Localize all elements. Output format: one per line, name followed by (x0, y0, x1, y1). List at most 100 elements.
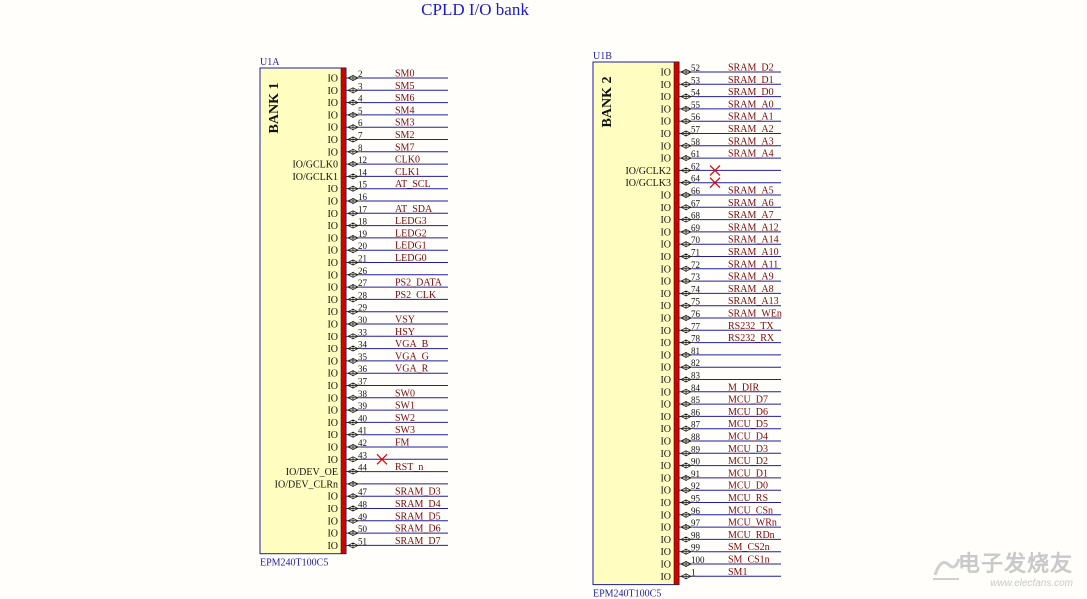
pin-name: IO (660, 252, 671, 263)
net-label: RS232_RX (728, 333, 775, 344)
pin-number: 35 (358, 352, 368, 362)
net-label: MCU_D2 (728, 456, 768, 467)
pin-number: 5 (358, 106, 363, 116)
net-label: SRAM_A2 (728, 124, 774, 135)
pin-number: 99 (691, 543, 701, 553)
pin-name: IO (327, 443, 338, 454)
pin-name: IO (327, 307, 338, 318)
pin-name: IO (660, 129, 671, 140)
pin-name: IO (327, 135, 338, 146)
pin-name: IO (660, 314, 671, 325)
pin-name: IO (660, 400, 671, 411)
pin-number: 16 (358, 192, 368, 202)
pin-name: IO (660, 301, 671, 312)
net-label: SM_CS1n (728, 555, 770, 566)
net-label: SM3 (395, 118, 414, 129)
pin-number: 48 (358, 500, 368, 510)
pin-number: 56 (691, 112, 701, 122)
part-number-label: EPM240T100C5 (593, 589, 661, 599)
pin-name: IO (660, 375, 671, 386)
pin-name: IO (660, 510, 671, 521)
pin-number: 20 (358, 241, 368, 251)
pin-name: IO (327, 418, 338, 429)
net-label: SW0 (395, 388, 415, 399)
pin-number: 68 (691, 211, 701, 221)
pin-name: IO (327, 246, 338, 257)
pin-name: IO (660, 227, 671, 238)
net-label: SRAM_D7 (395, 536, 441, 547)
pin-name: IO (660, 412, 671, 423)
pin-name: IO (327, 455, 338, 466)
part-ref-label: U1B (593, 51, 612, 62)
pin-name: IO (327, 332, 338, 343)
net-label: SRAM_A7 (728, 210, 774, 221)
pin-name: IO (660, 547, 671, 558)
pin-number: 14 (358, 167, 368, 177)
pin-name: IO (327, 381, 338, 392)
pin-number: 1 (691, 567, 696, 577)
pin-name: IO (660, 203, 671, 214)
no-connect-icon (376, 453, 388, 465)
net-label: VSY (395, 315, 415, 326)
pin-name: IO (327, 529, 338, 540)
pin-number: 92 (691, 481, 700, 491)
pin-number: 40 (358, 413, 368, 423)
pin-name: IO (660, 461, 671, 472)
pin-name: IO (660, 535, 671, 546)
pin-number: 30 (358, 315, 368, 325)
net-label: MCU_WRn (728, 518, 777, 529)
net-label: SW2 (395, 413, 415, 424)
watermark-logo-icon (933, 558, 961, 580)
net-label: SM6 (395, 93, 414, 104)
net-label: SM1 (728, 567, 747, 578)
net-label: PS2_DATA (395, 278, 443, 289)
net-label: SRAM_A4 (728, 149, 774, 160)
pin-number: 85 (691, 395, 701, 405)
pin-number: 47 (358, 487, 368, 497)
pin-name: IO (660, 560, 671, 571)
pin-name: IO (660, 338, 671, 349)
pin-name: IO (660, 104, 671, 115)
pin-number: 81 (691, 346, 700, 356)
net-label: SM5 (395, 81, 414, 92)
pin-name: IO (660, 277, 671, 288)
pin-number: 82 (691, 358, 700, 368)
net-label: SM7 (395, 142, 414, 153)
pin-number: 71 (691, 248, 700, 258)
pin-number: 84 (691, 383, 701, 393)
net-label: AT_SCL (395, 179, 431, 190)
net-label: FM (395, 438, 410, 449)
pin-name: IO (327, 369, 338, 380)
pin-number: 64 (691, 174, 701, 184)
pin-name: IO/DEV_CLRn (275, 479, 338, 490)
pin-name: IO (660, 350, 671, 361)
pin-name: IO (660, 215, 671, 226)
pin-number: 86 (691, 407, 701, 417)
pin-number: 96 (691, 506, 701, 516)
pin-name: IO (327, 197, 338, 208)
part-body (592, 61, 680, 586)
net-label: SRAM_A10 (728, 247, 779, 258)
pin-number: 67 (691, 198, 701, 208)
no-connect-icon (709, 177, 721, 189)
pin-number: 27 (358, 278, 368, 288)
no-connect-icon (709, 164, 721, 176)
pin-number: 69 (691, 223, 701, 233)
pin-number: 87 (691, 420, 701, 430)
pin-name: IO (660, 387, 671, 398)
pin-number: 34 (358, 340, 368, 350)
net-label: SRAM_D6 (395, 524, 441, 535)
net-label: MCU_CSn (728, 505, 773, 516)
pin-name: IO (327, 344, 338, 355)
pin-number: 28 (358, 290, 368, 300)
bank-label: BANK 1 (267, 83, 282, 134)
net-label: RST_n (395, 462, 423, 473)
pin-number: 36 (358, 364, 368, 374)
pin-name: IO (327, 221, 338, 232)
pin-number: 70 (691, 235, 701, 245)
pin-number: 44 (358, 463, 368, 473)
pin-number: 97 (691, 518, 701, 528)
net-label: SRAM_A14 (728, 235, 779, 246)
pin-name: IO (327, 110, 338, 121)
net-label: PS2_CLK (395, 290, 437, 301)
